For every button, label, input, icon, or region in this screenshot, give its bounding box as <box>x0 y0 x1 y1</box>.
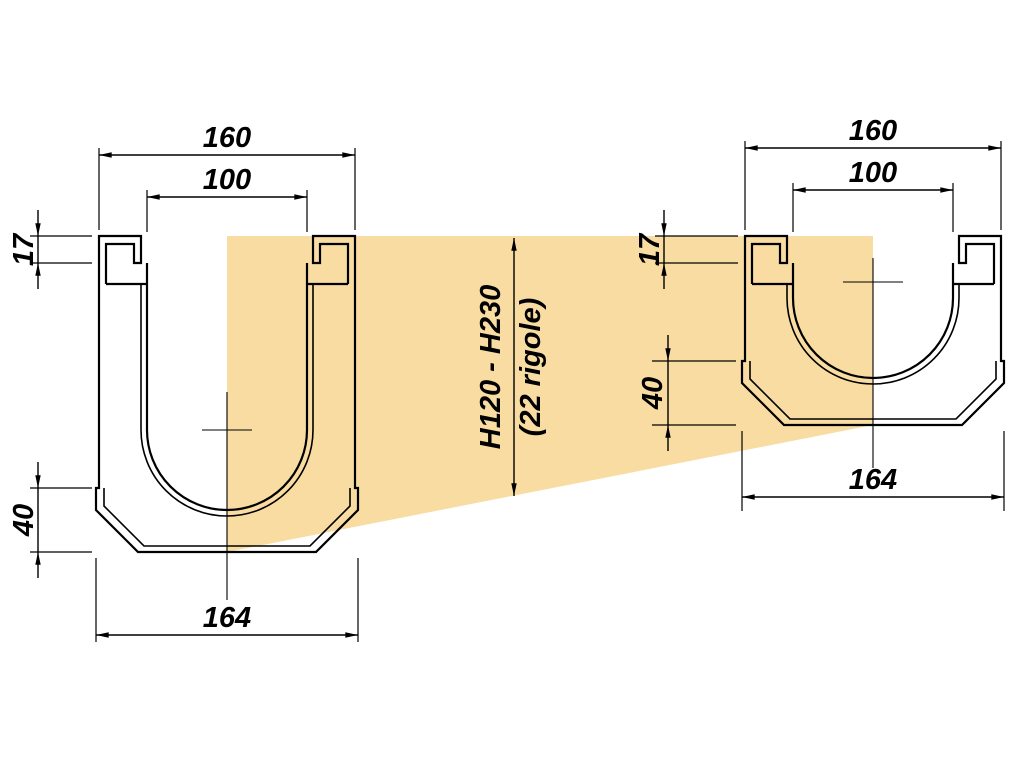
right-channel-drawing: 160 100 17 40 <box>634 115 1006 511</box>
dim-text-left-base-height: 40 <box>8 504 40 537</box>
dimension-right-edge-height: 17 <box>634 210 738 289</box>
variant-count-label: (22 rigole) <box>515 298 547 437</box>
dimension-right-top-width: 160 <box>744 115 1002 230</box>
dimension-right-inner-width: 100 <box>792 157 954 232</box>
dimension-right-base-height: 40 <box>637 335 736 451</box>
dimension-left-inner-width: 100 <box>146 164 308 232</box>
left-edge-rail-profile <box>97 234 143 284</box>
dim-text-right-inner-width: 100 <box>849 157 897 189</box>
dim-text-right-base-height: 40 <box>637 377 669 410</box>
dim-text-left-edge-height: 17 <box>8 232 40 266</box>
dimension-left-bottom-width: 164 <box>95 558 359 642</box>
left-edge-rail-profile <box>743 234 789 284</box>
dim-text-right-top-width: 160 <box>849 115 897 147</box>
dimension-left-base-height: 40 <box>8 462 92 578</box>
dim-text-left-inner-width: 100 <box>203 164 251 196</box>
right-edge-rail-profile <box>311 234 357 284</box>
dimension-right-bottom-width: 164 <box>741 431 1005 511</box>
height-range-annotation: H120 - H230 (22 rigole) <box>475 237 547 497</box>
height-range-label: H120 - H230 <box>475 285 507 449</box>
dim-text-left-bottom-width: 164 <box>203 602 251 634</box>
dim-text-right-edge-height: 17 <box>634 232 666 266</box>
left-channel-drawing: 160 100 17 40 <box>8 122 360 642</box>
dim-text-left-top-width: 160 <box>203 122 251 154</box>
size-range-band <box>227 236 873 552</box>
dimension-left-top-width: 160 <box>98 122 356 230</box>
dimension-left-edge-height: 17 <box>8 210 92 289</box>
dim-text-right-bottom-width: 164 <box>849 464 897 496</box>
right-edge-rail-profile <box>957 234 1003 284</box>
